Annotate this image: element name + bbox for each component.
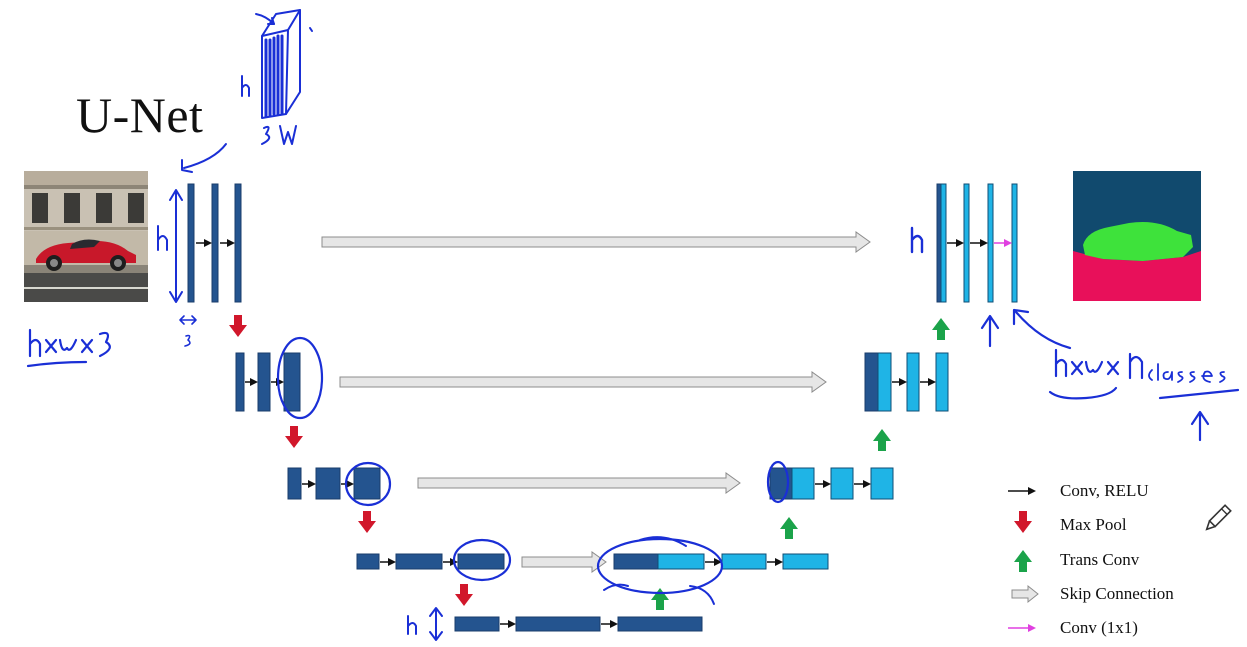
- bottleneck-block: [617, 616, 703, 632]
- legend-skip-connection-label: Skip Connection: [1060, 584, 1174, 603]
- skip-connection-arrow: [321, 231, 871, 253]
- decoder-block: [791, 467, 815, 500]
- decoder-block: [657, 553, 705, 570]
- encoder-block: [234, 183, 242, 303]
- decoder-block: [782, 553, 829, 570]
- diagram-title: U-Net: [76, 87, 204, 143]
- skip-connection-arrow: [521, 551, 607, 573]
- encoder-block: [211, 183, 219, 303]
- decoder-block: [721, 553, 767, 570]
- pencil-icon: [1205, 504, 1232, 531]
- encoder-block: [353, 467, 381, 500]
- max-pool-arrow: [455, 584, 473, 606]
- encoder-block: [235, 352, 245, 412]
- encoder-block: [356, 553, 380, 570]
- legend-max-pool-icon: [1014, 511, 1032, 533]
- decoder-block: [870, 467, 894, 500]
- encoder-block: [315, 467, 341, 500]
- skip-concat-block: [936, 183, 942, 303]
- skip-concat-block: [864, 352, 879, 412]
- skip-concat-block: [613, 553, 659, 570]
- decoder-block: [987, 183, 994, 303]
- skip-connection-arrow: [417, 472, 741, 494]
- decoder-block: [906, 352, 920, 412]
- input-image: [24, 171, 148, 302]
- handwritten-annotations: [26, 9, 1240, 641]
- encoder-block: [395, 553, 443, 570]
- encoder-block: [457, 553, 505, 570]
- segmentation-output: [1073, 171, 1201, 301]
- encoder-block: [287, 467, 302, 500]
- legend-trans-conv-label: Trans Conv: [1060, 550, 1140, 569]
- legend-max-pool-label: Max Pool: [1060, 515, 1127, 534]
- trans-conv-arrow: [932, 318, 950, 340]
- decoder-block: [963, 183, 970, 303]
- decoder-block: [877, 352, 892, 412]
- max-pool-arrow: [358, 511, 376, 533]
- encoder-block: [187, 183, 195, 303]
- trans-conv-arrow: [651, 588, 669, 610]
- max-pool-arrow: [229, 315, 247, 337]
- encoder-block: [257, 352, 271, 412]
- decoder-block: [935, 352, 949, 412]
- legend-trans-conv-icon: [1014, 550, 1032, 572]
- trans-conv-arrow: [873, 429, 891, 451]
- decoder-block: [1011, 183, 1018, 303]
- legend-conv-1x1-label: Conv (1x1): [1060, 618, 1138, 637]
- trans-conv-arrow: [780, 517, 798, 539]
- encoder-block: [283, 352, 301, 412]
- bottleneck-block: [454, 616, 500, 632]
- decoder-block: [940, 183, 947, 303]
- legend-skip-connection-icon: [1011, 584, 1039, 604]
- bottleneck-block: [515, 616, 601, 632]
- skip-connection-arrow: [339, 371, 827, 393]
- decoder-block: [830, 467, 854, 500]
- max-pool-arrow: [285, 426, 303, 448]
- legend-conv-relu-label: Conv, RELU: [1060, 481, 1149, 500]
